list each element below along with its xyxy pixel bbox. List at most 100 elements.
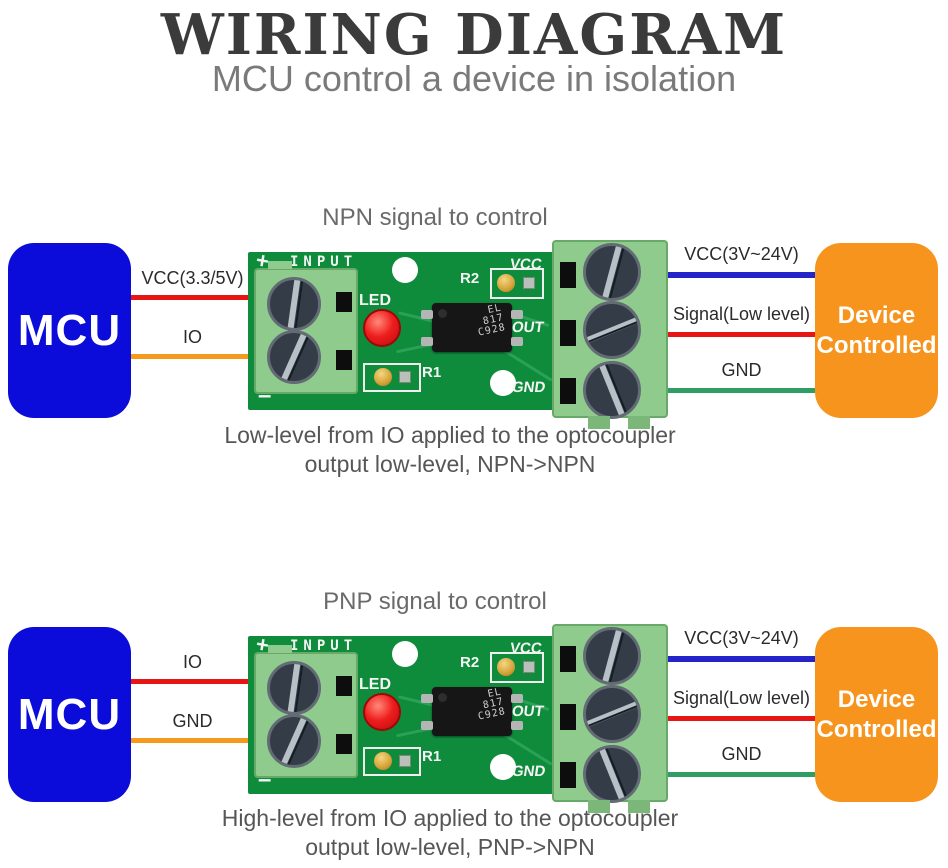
wire-right-gnd	[668, 772, 815, 777]
silkscreen-out: OUT	[510, 319, 545, 336]
wire-label-left-top: IO	[182, 652, 202, 672]
wire-slot	[560, 646, 576, 672]
screw-icon	[583, 685, 641, 743]
wire-label-right-gnd: GND	[721, 744, 762, 764]
wire-slot	[560, 320, 576, 346]
solder-pad	[399, 371, 411, 383]
silkscreen-gnd: GND	[510, 763, 547, 780]
chip-leg	[421, 721, 433, 730]
wire-label-left-bottom: GND	[172, 711, 213, 731]
caption-line2: output low-level, NPN->NPN	[304, 451, 596, 477]
chip-leg	[511, 310, 523, 319]
input-terminal-block	[254, 261, 358, 394]
caption-pnp: High-level from IO applied to the optoco…	[0, 804, 900, 862]
circuit-pnp: MCU IO GND + INPUT – LED	[0, 624, 948, 813]
wire-left-top	[131, 295, 254, 300]
device-label-line2: Controlled	[816, 331, 937, 359]
input-terminal-block	[254, 645, 358, 778]
resistor-r2	[490, 268, 544, 299]
resistor-bead	[374, 752, 392, 770]
device-box: Device Controlled	[815, 627, 938, 802]
caption-npn: Low-level from IO applied to the optocou…	[0, 421, 900, 479]
silkscreen-input: INPUT	[290, 254, 358, 270]
chip-leg	[421, 337, 433, 346]
screw-icon	[583, 627, 641, 685]
wire-right-vcc	[668, 656, 815, 662]
resistor-bead	[497, 274, 515, 292]
solder-pad	[523, 277, 535, 289]
chip-leg	[421, 694, 433, 703]
optocoupler-chip: EL 817 C928	[421, 686, 523, 736]
r1-label: R1	[422, 748, 442, 765]
wire-right-gnd	[668, 388, 815, 393]
wire-slot	[336, 350, 352, 370]
screw-icon	[267, 330, 321, 384]
screw-icon	[267, 277, 321, 331]
screw-icon	[583, 301, 641, 359]
output-terminal-block	[552, 624, 668, 813]
wire-slot	[560, 378, 576, 404]
caption-line1: Low-level from IO applied to the optocou…	[224, 422, 676, 448]
resistor-r1	[363, 747, 421, 776]
wire-label-right-signal: Signal(Low level)	[672, 688, 811, 708]
wire-slot	[560, 762, 576, 788]
mounting-hole	[490, 370, 516, 396]
optocoupler-module-board: + INPUT – LED EL 817	[248, 247, 558, 410]
mcu-box: MCU	[8, 243, 131, 418]
caption-line1: High-level from IO applied to the optoco…	[221, 805, 679, 831]
wire-label-right-signal: Signal(Low level)	[672, 304, 811, 324]
wire-left-bottom	[131, 354, 254, 359]
device-box: Device Controlled	[815, 243, 938, 418]
wire-slot	[336, 676, 352, 696]
terminal-tab	[628, 416, 650, 429]
wire-label-left-top: VCC(3.3/5V)	[141, 268, 244, 288]
chip-leg	[511, 721, 523, 730]
wire-right-signal	[668, 716, 815, 721]
wire-label-right-vcc: VCC(3V~24V)	[684, 244, 799, 264]
solder-pad	[399, 755, 411, 767]
resistor-r1	[363, 363, 421, 392]
wire-label-right-gnd: GND	[721, 360, 762, 380]
page-subtitle: MCU control a device in isolation	[211, 58, 737, 99]
silkscreen-out: OUT	[510, 703, 545, 720]
mounting-hole	[392, 257, 418, 283]
screw-icon	[583, 361, 641, 419]
optocoupler-module-board: + INPUT – LED EL 817	[248, 631, 558, 794]
resistor-r2	[490, 652, 544, 683]
mcu-box: MCU	[8, 627, 131, 802]
terminal-tab	[628, 800, 650, 813]
chip-marking: EL 817 C928	[473, 302, 507, 338]
optocoupler-chip: EL 817 C928	[421, 302, 523, 352]
wire-slot	[560, 262, 576, 288]
chip-dimple	[438, 309, 447, 318]
screw-icon	[583, 243, 641, 301]
solder-pad	[523, 661, 535, 673]
silkscreen-gnd: GND	[510, 379, 547, 396]
silkscreen-input: INPUT	[290, 638, 358, 654]
circuit-npn: MCU VCC(3.3/5V) IO + INPUT – LED	[0, 240, 948, 429]
caption-line2: output low-level, PNP->NPN	[305, 834, 595, 860]
silkscreen-vcc: VCC	[508, 640, 543, 657]
screw-icon	[583, 745, 641, 803]
led-label: LED	[359, 292, 391, 309]
led-icon	[363, 693, 401, 731]
screw-icon	[267, 661, 321, 715]
r2-label: R2	[460, 654, 480, 671]
wire-slot	[560, 704, 576, 730]
wire-slot	[336, 292, 352, 312]
silkscreen-vcc: VCC	[508, 256, 543, 273]
mcu-label: MCU	[17, 305, 122, 355]
wire-right-signal	[668, 332, 815, 337]
chip-leg	[511, 337, 523, 346]
mounting-hole	[392, 641, 418, 667]
led-label: LED	[359, 676, 391, 693]
r2-label: R2	[460, 270, 480, 287]
r1-label: R1	[422, 364, 442, 381]
terminal-tab	[588, 800, 610, 813]
device-label-line1: Device	[837, 301, 916, 329]
device-label-line2: Controlled	[816, 715, 937, 743]
output-terminal-block	[552, 240, 668, 429]
resistor-bead	[497, 658, 515, 676]
wire-left-top	[131, 679, 254, 684]
